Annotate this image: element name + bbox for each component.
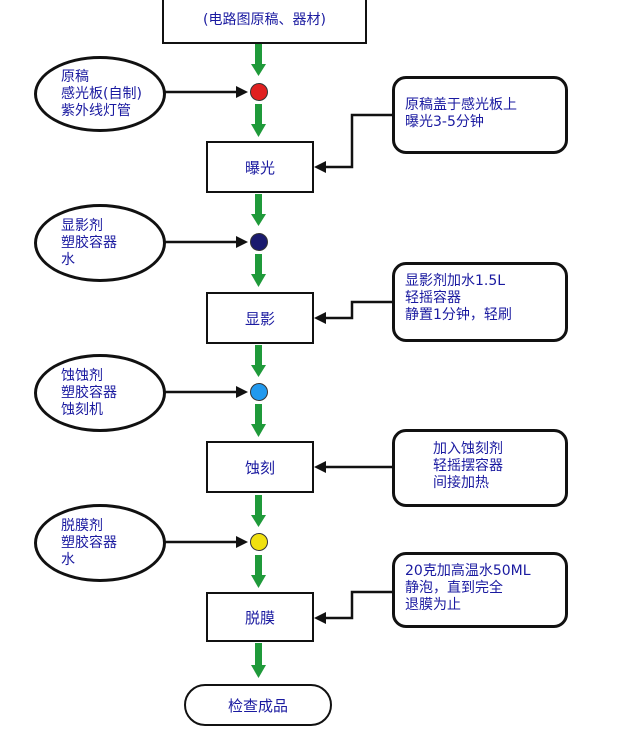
blue-dot xyxy=(250,383,268,401)
note-develop: 显影剂加水1.5L 轻摇容器 静置1分钟，轻刷 xyxy=(392,262,568,342)
input-line: 蚀蚀剂 xyxy=(61,367,103,384)
note-line: 轻摇摆容器 xyxy=(433,458,503,474)
step-exposure: 曝光 xyxy=(206,141,314,193)
navy-dot xyxy=(250,233,268,251)
final-inspection: 检查成品 xyxy=(184,684,332,726)
note-line: 原稿盖于感光板上 xyxy=(405,97,517,113)
note-strip: 20克加高温水50ML 静泡，直到完全 退膜为止 xyxy=(392,552,568,628)
input-line: 水 xyxy=(61,251,75,268)
note-line: 加入蚀刻剂 xyxy=(433,441,503,457)
note-line: 曝光3-5分钟 xyxy=(405,114,484,130)
input-line: 原稿 xyxy=(61,68,89,85)
input-strip-materials: 脱膜剂 塑胶容器 水 xyxy=(34,504,166,582)
input-line: 塑胶容器 xyxy=(61,384,117,401)
input-line: 脱膜剂 xyxy=(61,517,103,534)
note-etch: 加入蚀刻剂 轻摇摆容器 间接加热 xyxy=(392,429,568,507)
step-strip-label: 脱膜 xyxy=(244,608,275,627)
note-line: 静置1分钟，轻刷 xyxy=(405,307,512,323)
input-line: 塑胶容器 xyxy=(61,234,117,251)
note-line: 显影剂加水1.5L xyxy=(405,273,506,289)
note-line: 轻摇容器 xyxy=(405,290,461,306)
source-materials-box: (电路图原稿、器材) xyxy=(162,0,367,44)
input-line: 感光板(自制) xyxy=(61,85,142,102)
step-develop: 显影 xyxy=(206,292,314,344)
input-line: 显影剂 xyxy=(61,217,103,234)
input-line: 塑胶容器 xyxy=(61,534,117,551)
note-exposure: 原稿盖于感光板上 曝光3-5分钟 xyxy=(392,76,568,154)
input-line: 水 xyxy=(61,551,75,568)
step-exposure-label: 曝光 xyxy=(244,158,275,177)
step-develop-label: 显影 xyxy=(244,309,275,328)
note-line: 20克加高温水50ML xyxy=(405,563,531,579)
red-dot xyxy=(250,83,268,101)
input-line: 蚀刻机 xyxy=(61,401,103,418)
flow-arrows xyxy=(251,44,266,678)
input-develop-materials: 显影剂 塑胶容器 水 xyxy=(34,204,166,282)
step-etch: 蚀刻 xyxy=(206,441,314,493)
note-line: 退膜为止 xyxy=(405,597,461,613)
input-etch-materials: 蚀蚀剂 塑胶容器 蚀刻机 xyxy=(34,354,166,432)
step-strip: 脱膜 xyxy=(206,592,314,642)
yellow-dot xyxy=(250,533,268,551)
step-etch-label: 蚀刻 xyxy=(244,458,275,477)
input-line: 紫外线灯管 xyxy=(61,102,131,119)
note-line: 间接加热 xyxy=(433,475,489,491)
input-exposure-materials: 原稿 感光板(自制) 紫外线灯管 xyxy=(34,56,166,132)
note-line: 静泡，直到完全 xyxy=(405,580,503,596)
